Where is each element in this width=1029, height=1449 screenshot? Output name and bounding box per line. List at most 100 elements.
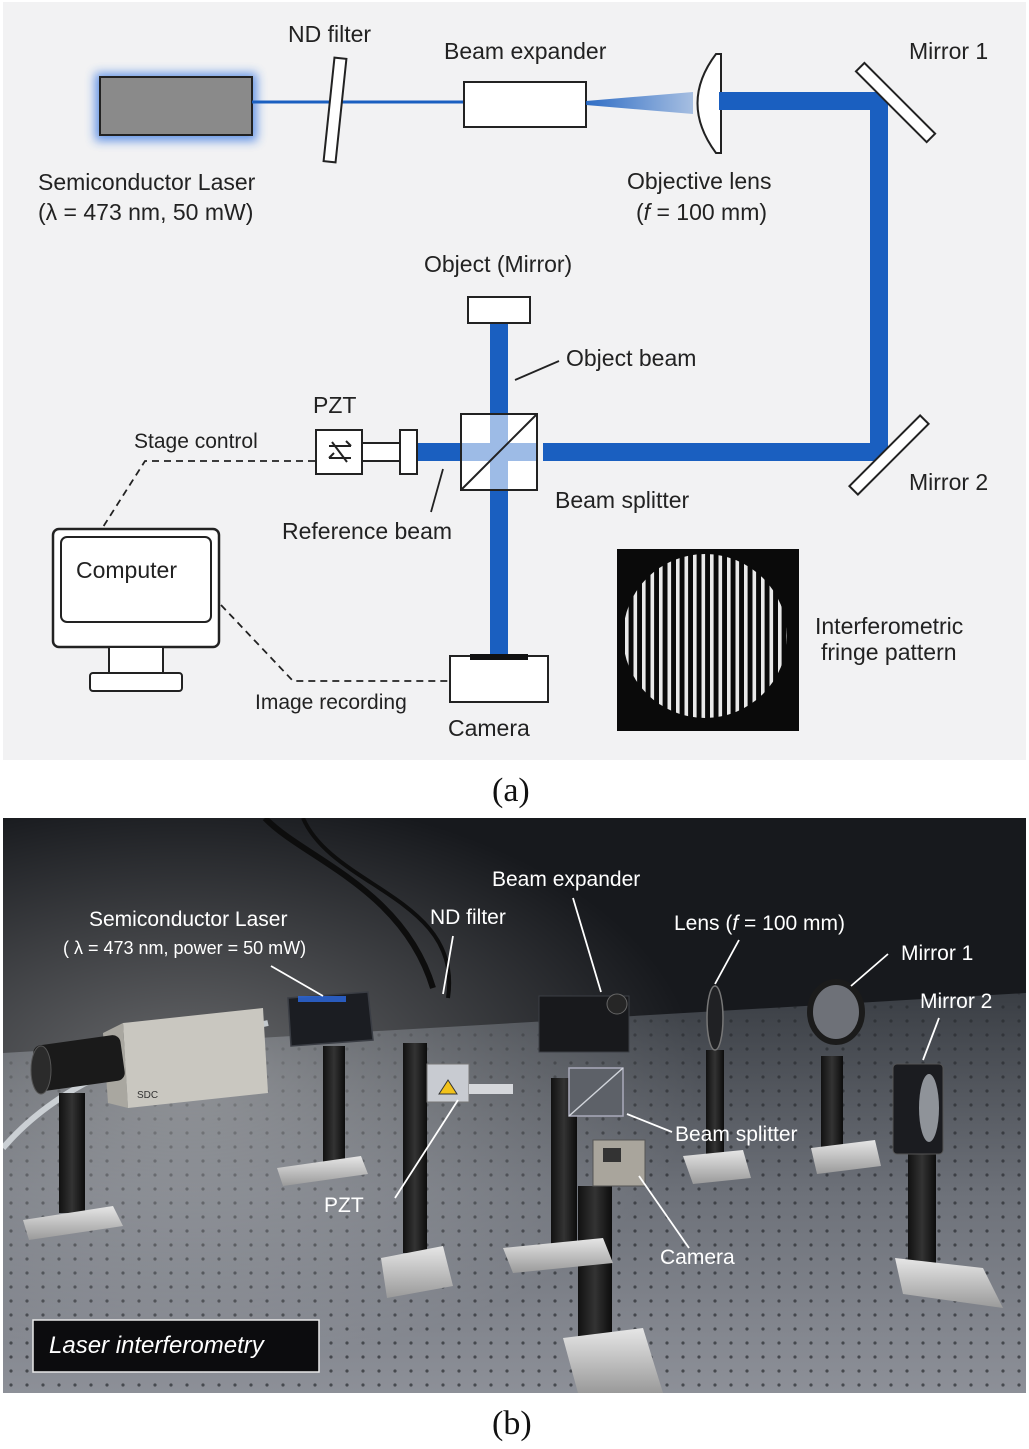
photo-laser-label-line2: ( λ = 473 nm, power = 50 mW) — [63, 938, 306, 958]
beam-splitter-diagonal — [460, 413, 538, 491]
reference-mirror — [399, 429, 418, 475]
semiconductor-laser — [99, 76, 253, 136]
beam-splitter-label: Beam splitter — [555, 487, 690, 513]
computer-screen — [60, 536, 212, 623]
fringe-label-line1: Interferometric — [815, 613, 963, 639]
fringe-line — [633, 554, 638, 718]
caption-a: (a) — [492, 772, 530, 809]
collimator-tube — [33, 1035, 125, 1091]
reference-beam-label: Reference beam — [282, 518, 452, 544]
mirror2-glass — [919, 1074, 939, 1142]
pzt-label: PZT — [313, 392, 356, 418]
fringe-line — [676, 554, 680, 718]
post-bs — [503, 1078, 613, 1273]
caption-b: (b) — [492, 1405, 532, 1442]
photo-pzt-label: PZT — [324, 1194, 364, 1217]
post-camera — [563, 1186, 663, 1393]
photo-svg: SDC — [3, 818, 1026, 1393]
laser-label-line2: (λ = 473 nm, 50 mW) — [38, 199, 253, 225]
photo-nd-label: ND filter — [430, 906, 506, 929]
image-recording-cable — [220, 604, 450, 682]
photo-leaders — [270, 897, 940, 1249]
reference-beam-leader — [430, 468, 444, 513]
computer-label: Computer — [76, 557, 177, 583]
mirror-2-label: Mirror 2 — [909, 469, 988, 495]
camera-lens-mount — [603, 1148, 621, 1162]
object-mirror-label: Object (Mirror) — [424, 251, 572, 277]
fringe-line — [761, 554, 765, 718]
image-recording-label: Image recording — [255, 691, 407, 714]
stage-control-label: Stage control — [134, 430, 258, 453]
cable-1 — [262, 818, 436, 989]
beam-expander-label: Beam expander — [444, 38, 607, 64]
objective-lens — [696, 53, 722, 154]
fringe-line — [701, 554, 706, 718]
badge-label: Laser interferometry — [49, 1332, 266, 1359]
fringe-line — [727, 554, 731, 718]
fringe-line — [752, 554, 757, 718]
pzt-arrows-icon — [328, 440, 352, 463]
fringe-line — [769, 554, 774, 718]
post-lens — [683, 1050, 751, 1184]
leader-mirror1 — [850, 953, 889, 987]
mirror1-photo — [807, 979, 865, 1045]
bs-diagonal-photo — [568, 1067, 624, 1117]
leader-expander — [572, 897, 602, 993]
fringe-line — [735, 554, 740, 718]
photo-mirror1-label: Mirror 1 — [901, 942, 973, 965]
photo-camera-label: Camera — [660, 1246, 735, 1269]
photo-lens-label: Lens (f = 100 mm) — [674, 912, 845, 935]
laser-head — [287, 991, 374, 1047]
fringe-line — [650, 554, 655, 718]
fringe-line — [642, 554, 646, 718]
sdc-mark: SDC — [137, 1090, 158, 1101]
mirror-1 — [854, 61, 937, 144]
fringe-line — [684, 554, 689, 718]
computer-neck — [108, 646, 164, 676]
photo-expander-label: Beam expander — [492, 868, 640, 891]
laser-head-stripe — [298, 996, 346, 1002]
post-mirror1 — [811, 1056, 881, 1174]
object-mirror — [467, 296, 531, 324]
pzt-rod-photo — [469, 1084, 513, 1094]
object-beam-label: Object beam — [566, 345, 696, 371]
nd-filter — [322, 56, 348, 164]
fringe-pattern — [617, 549, 799, 731]
fringe-line — [718, 554, 723, 718]
laser-warning-icon — [438, 1079, 458, 1095]
fringe-line — [710, 554, 714, 718]
beam-expander-knob — [606, 993, 628, 1015]
camera-sensor — [470, 654, 528, 660]
laser-interferometry-badge — [32, 1319, 320, 1373]
leader-camera — [638, 1175, 690, 1249]
fringe-line — [778, 554, 782, 718]
camera-label: Camera — [448, 715, 530, 741]
fringe-line — [625, 554, 629, 718]
photo-mirror2-label: Mirror 2 — [920, 990, 992, 1013]
fringe-line — [659, 554, 663, 718]
beam-splitter-frame — [460, 413, 538, 491]
laser-controller — [123, 1008, 268, 1108]
computer-base — [89, 672, 183, 692]
photo-laser-label-line1: Semiconductor Laser — [89, 908, 287, 931]
schematic-svg: Semiconductor Laser (λ = 473 nm, 50 mW) … — [38, 21, 988, 741]
fringe-line — [786, 554, 787, 718]
cable-2 — [301, 818, 452, 999]
stage-control-cable — [102, 460, 315, 528]
mirror-2 — [847, 413, 931, 497]
photo-bs-label: Beam splitter — [675, 1123, 798, 1146]
post-laser — [277, 1046, 368, 1186]
leader-lens — [714, 939, 740, 985]
expanding-beam — [586, 92, 693, 114]
fringe-line — [744, 554, 748, 718]
beam-expander — [463, 81, 587, 128]
main-beam — [543, 92, 888, 461]
nd-filter-label: ND filter — [288, 21, 371, 47]
laser-label-line1: Semiconductor Laser — [38, 169, 256, 195]
photo-panel: SDC — [3, 818, 1026, 1393]
object-beam-leader — [514, 360, 560, 381]
schematic-panel: Semiconductor Laser (λ = 473 nm, 50 mW) … — [3, 2, 1026, 760]
post-left — [23, 1093, 123, 1240]
lens-photo — [706, 985, 724, 1051]
